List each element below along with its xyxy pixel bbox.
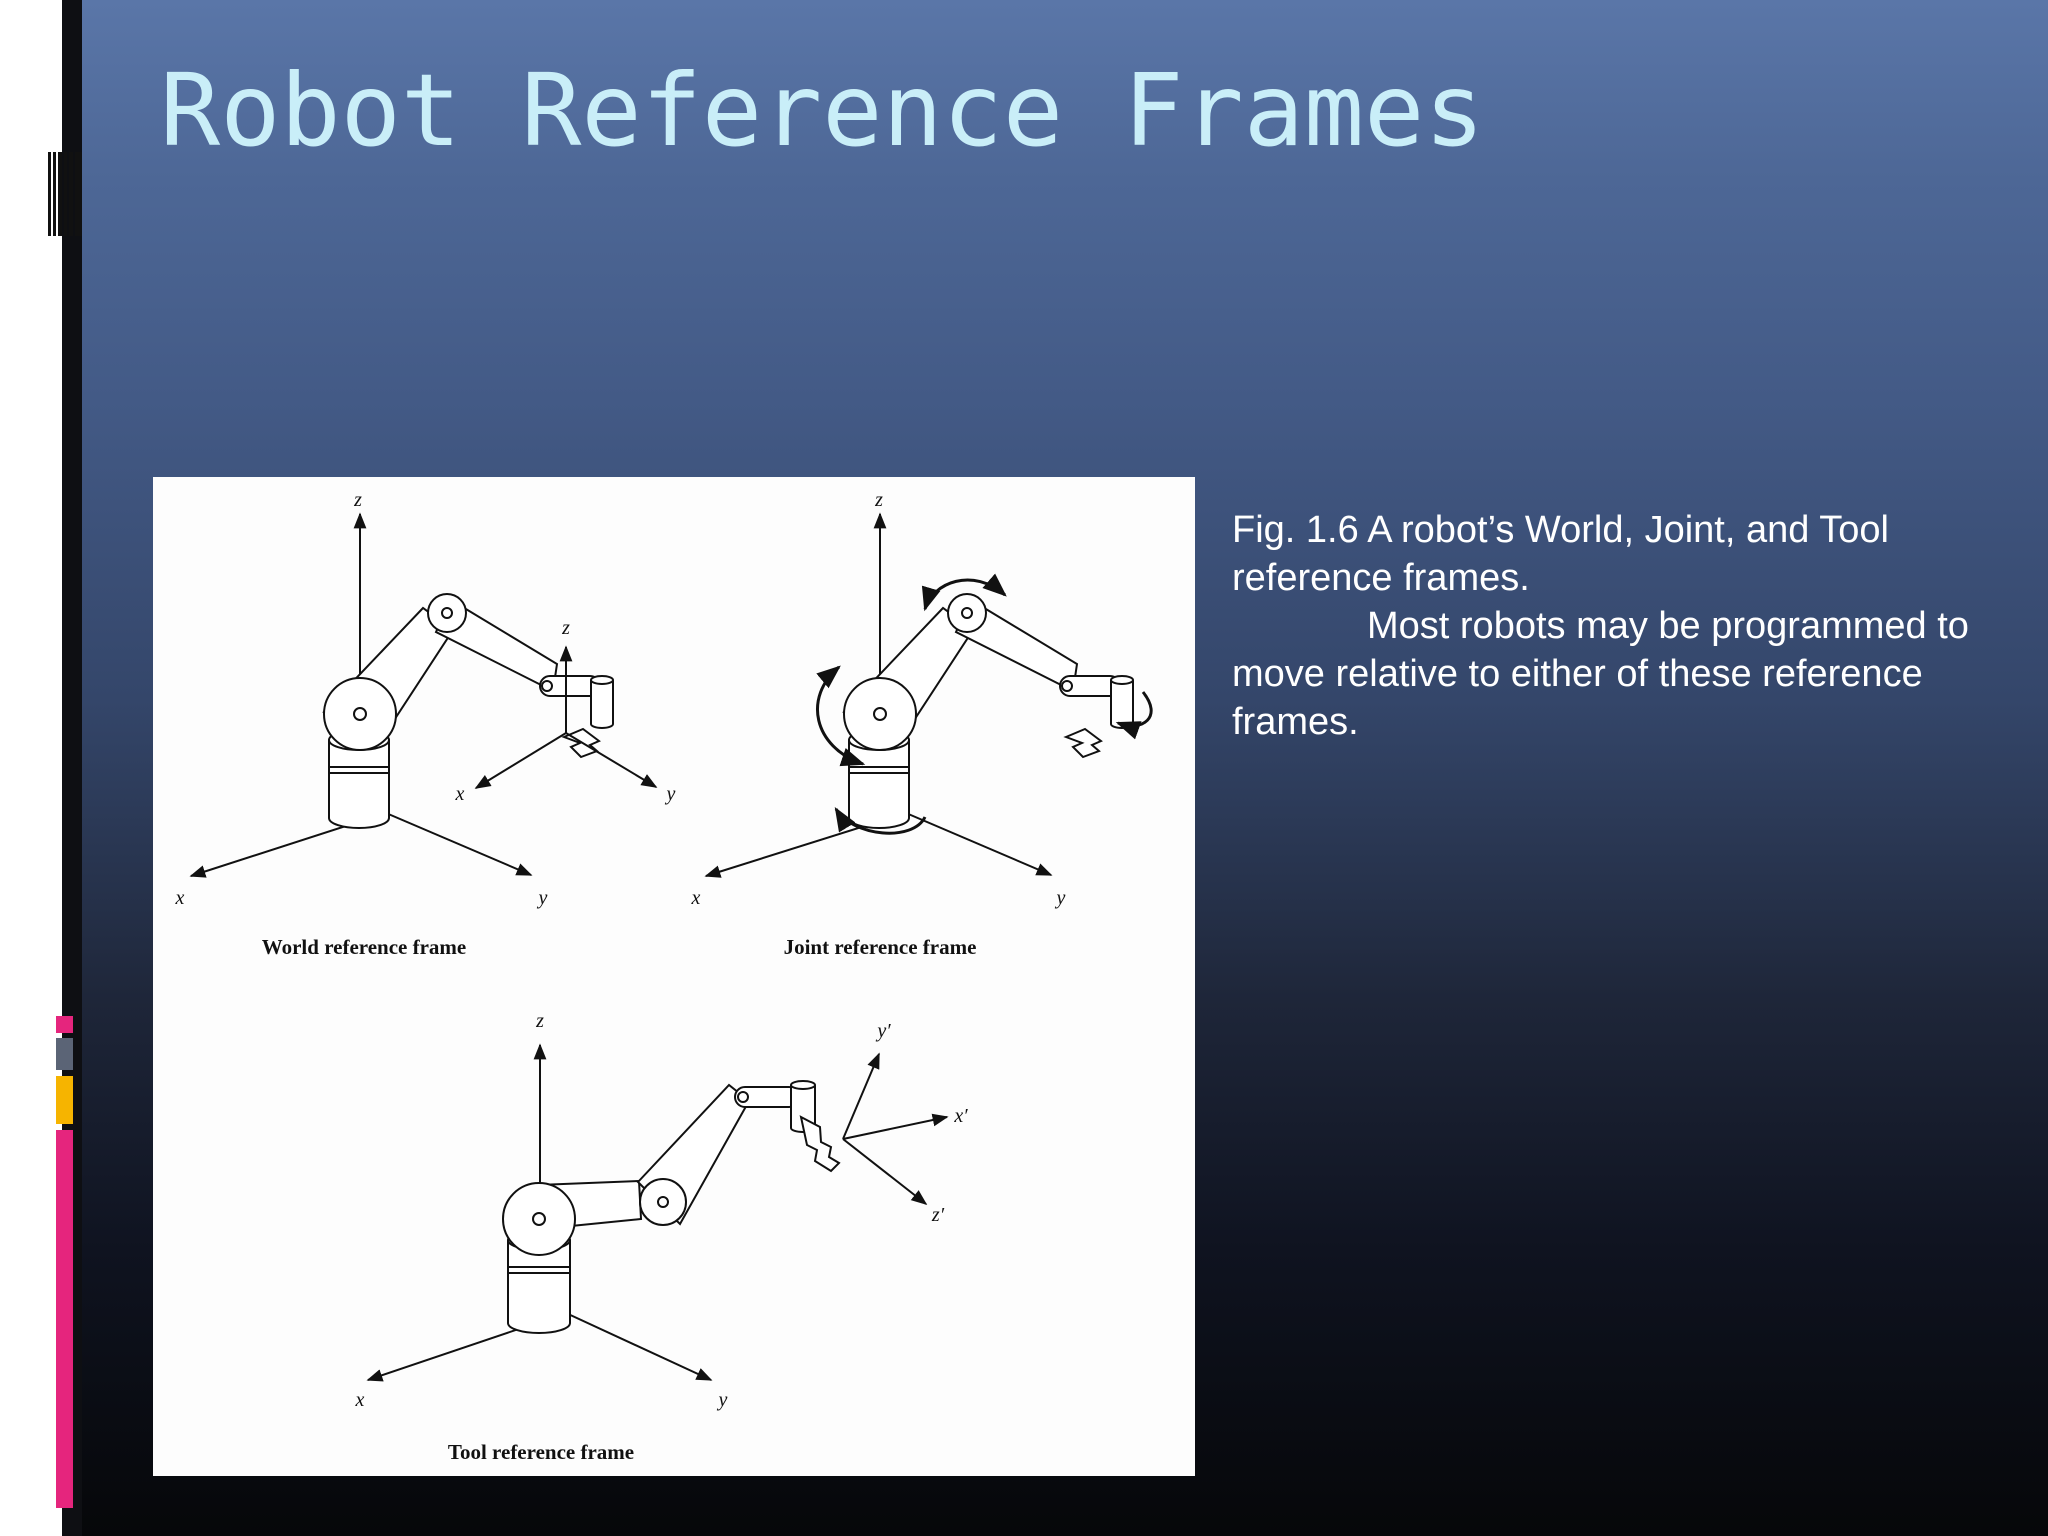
tool-zp-label: z′ [931, 1204, 945, 1226]
wrist-rotation-arrow [1115, 691, 1153, 740]
shoulder-rotation-arrow [816, 665, 866, 767]
figure-caption-text: Fig. 1.6 A robot’s World, Joint, and Too… [1232, 506, 1992, 746]
world-z-label: z [353, 489, 362, 511]
joint-y-label: y [1055, 887, 1066, 909]
joint-robot-arm [842, 593, 1134, 829]
world-x-label: x [175, 887, 185, 909]
caption-line-1: Fig. 1.6 A robot’s World, Joint, and Too… [1232, 509, 1889, 599]
joint-z-label: z [874, 489, 883, 511]
elbow-rotation-arrow [921, 573, 1007, 612]
world-tool-x-label: x [455, 783, 465, 805]
tool-yp-label: y′ [875, 1020, 891, 1042]
world-tool-z-label: z [561, 617, 570, 639]
tool-xp-axis [842, 1113, 949, 1140]
world-robot-arm [322, 593, 614, 829]
accent-gray [56, 1038, 73, 1070]
accent-yellow [56, 1076, 73, 1124]
tool-world-x-label: x [355, 1389, 365, 1411]
world-frame-panel [189, 512, 658, 878]
tool-zp-axis [842, 1138, 928, 1205]
joint-frame-caption: Joint reference frame [784, 935, 977, 959]
tool-xp-label: x′ [953, 1105, 968, 1127]
caption-line-2: Most robots may be programmed to move re… [1232, 605, 1969, 743]
world-tool-x-axis [474, 732, 567, 789]
world-tool-y-label: y [665, 783, 676, 805]
world-tool-y-axis [565, 732, 658, 788]
tool-world-y-label: y [717, 1389, 728, 1411]
joint-y-axis [905, 812, 1053, 876]
tool-world-z-label: z [535, 1010, 544, 1032]
accent-pink-long [56, 1130, 73, 1508]
decorative-stripes [48, 152, 82, 236]
tool-yp-axis [842, 1052, 880, 1140]
tool-robot-arm [502, 1080, 841, 1334]
joint-rotation-arrows [816, 573, 1153, 835]
robot-frames-diagram: z x y z x y World reference frame [175, 489, 1153, 1464]
world-y-label: y [537, 887, 548, 909]
page-title: Robot Reference Frames [160, 52, 1485, 169]
tool-frame-caption: Tool reference frame [448, 1440, 634, 1464]
base-rotation-arrow [834, 806, 927, 835]
joint-frame-panel [704, 512, 1153, 878]
joint-x-label: x [691, 887, 701, 909]
caption-paragraph-2: Most robots may be programmed to move re… [1232, 602, 1992, 746]
robot-frames-figure: z x y z x y World reference frame [153, 477, 1195, 1476]
accent-pink-small [56, 1016, 73, 1033]
tool-world-y-axis [565, 1312, 713, 1381]
tool-frame-panel [366, 1043, 949, 1382]
world-frame-caption: World reference frame [262, 935, 466, 959]
world-y-axis [385, 812, 533, 876]
